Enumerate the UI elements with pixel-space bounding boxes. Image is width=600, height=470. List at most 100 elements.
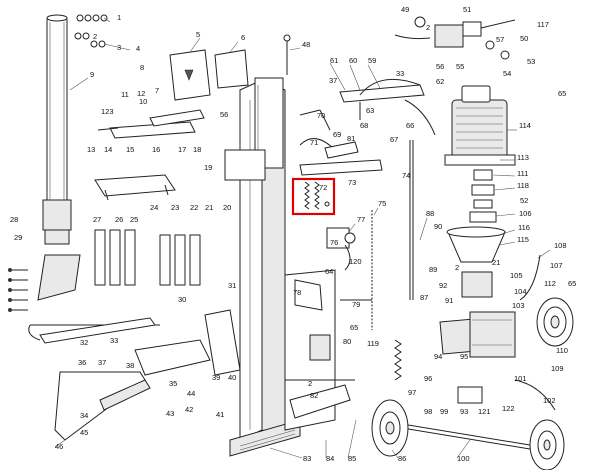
- pulley: [536, 297, 574, 347]
- part-label-93: 93: [460, 407, 468, 416]
- part-label-99: 99: [440, 407, 448, 416]
- part-label-67: 67: [390, 135, 398, 144]
- wheel-right: [529, 419, 565, 470]
- part-label-85: 85: [348, 454, 356, 463]
- part-label-56: 56: [220, 110, 228, 119]
- part-label-2: 2: [308, 379, 312, 388]
- part-label-77: 77: [357, 215, 365, 224]
- part-label-21: 21: [492, 258, 500, 267]
- part-label-91: 91: [445, 296, 453, 305]
- part-label-17: 17: [178, 145, 186, 154]
- part-label-107: 107: [550, 261, 563, 270]
- footplate-arm: [28, 324, 160, 441]
- main-column: [224, 77, 286, 441]
- part-label-5: 5: [196, 30, 200, 39]
- part-label-108: 108: [554, 241, 567, 250]
- part-label-4: 4: [136, 44, 140, 53]
- part-label-59: 59: [368, 56, 376, 65]
- part-label-65: 65: [558, 89, 566, 98]
- part-label-30: 30: [178, 295, 186, 304]
- part-label-38: 38: [126, 361, 134, 370]
- part-label-101: 101: [514, 374, 527, 383]
- part-label-96: 96: [424, 374, 432, 383]
- part-label-98: 98: [424, 407, 432, 416]
- hinge-bracket: [134, 339, 211, 376]
- part-label-73: 73: [348, 178, 356, 187]
- top-hardware: [74, 14, 108, 48]
- bracket: [214, 49, 249, 89]
- part-label-61: 61: [330, 56, 338, 65]
- cylinder-foot: [37, 254, 81, 301]
- part-label-8: 8: [140, 63, 144, 72]
- part-label-64: 64: [325, 267, 333, 276]
- part-label-65: 65: [350, 323, 358, 332]
- part-label-119: 119: [367, 339, 379, 348]
- wheel-left: [371, 399, 409, 457]
- part-label-121: 121: [478, 407, 491, 416]
- part-label-42: 42: [185, 405, 193, 414]
- part-label-78: 78: [293, 288, 301, 297]
- part-label-51: 51: [463, 5, 471, 14]
- part-label-123: 123: [101, 107, 114, 116]
- part-label-115: 115: [517, 235, 529, 244]
- lever-plate: [204, 309, 241, 376]
- part-label-12: 12: [137, 89, 145, 98]
- part-label-3: 3: [117, 43, 121, 52]
- part-label-35: 35: [169, 379, 177, 388]
- part-label-33: 33: [396, 69, 404, 78]
- part-label-18: 18: [193, 145, 201, 154]
- part-label-28: 28: [10, 215, 18, 224]
- part-label-103: 103: [512, 301, 525, 310]
- part-label-48: 48: [302, 40, 310, 49]
- part-label-86: 86: [398, 454, 406, 463]
- part-label-97: 97: [408, 388, 416, 397]
- part-72-spring: [304, 181, 330, 210]
- part-label-117: 117: [537, 20, 549, 29]
- part-label-62: 62: [436, 77, 444, 86]
- part-label-43: 43: [166, 409, 174, 418]
- part-label-92: 92: [439, 281, 447, 290]
- part-label-45: 45: [80, 428, 88, 437]
- part-label-44: 44: [187, 389, 195, 398]
- part-label-32: 32: [80, 338, 88, 347]
- part-label-71: 71: [310, 138, 318, 147]
- part-label-2: 2: [93, 32, 97, 41]
- part-label-80: 80: [343, 337, 351, 346]
- part-label-89: 89: [429, 265, 437, 274]
- part-label-34: 34: [80, 411, 88, 420]
- pump-block: [461, 271, 493, 298]
- electric-motor: [444, 85, 516, 166]
- part-label-23: 23: [171, 203, 179, 212]
- leader-lines: [54, 17, 551, 459]
- part-label-2: 2: [426, 23, 430, 32]
- part-label-50: 50: [520, 34, 528, 43]
- wear-plates: [94, 229, 201, 286]
- rod: [39, 317, 156, 344]
- part-label-54: 54: [503, 69, 511, 78]
- part-label-46: 46: [55, 442, 63, 451]
- part-label-113: 113: [517, 153, 529, 162]
- part-label-72: 72: [319, 183, 327, 192]
- part-label-114: 114: [519, 121, 531, 130]
- bolt-column: [8, 268, 28, 312]
- part-label-37: 37: [329, 76, 337, 85]
- part-label-36: 36: [78, 358, 86, 367]
- highlight-box-part-72: [291, 177, 336, 216]
- part-label-10: 10: [139, 97, 147, 106]
- part-label-79: 79: [352, 300, 360, 309]
- valve-bracket: [299, 78, 436, 136]
- part-label-70: 70: [317, 111, 325, 120]
- part-label-69: 69: [333, 130, 341, 139]
- part-label-81: 81: [347, 134, 355, 143]
- part-label-49: 49: [401, 5, 409, 14]
- part-label-21: 21: [205, 203, 213, 212]
- part-label-68: 68: [360, 121, 368, 130]
- part-label-11: 11: [121, 90, 129, 99]
- part-label-52: 52: [520, 196, 528, 205]
- part-label-122: 122: [502, 404, 515, 413]
- part-label-112: 112: [544, 279, 556, 288]
- part-label-84: 84: [326, 454, 334, 463]
